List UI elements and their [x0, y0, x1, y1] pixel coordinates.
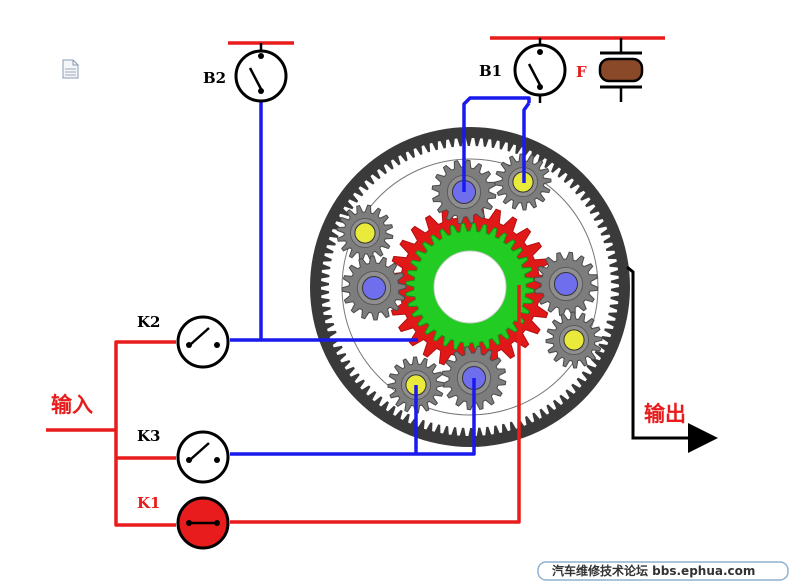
label-f: F: [576, 63, 587, 81]
label-input: 输入: [51, 393, 93, 417]
wire-b1-right: [522, 101, 531, 183]
planet-pin: [563, 329, 585, 351]
output-shaft: [626, 265, 718, 453]
switch-k3[interactable]: [176, 430, 230, 484]
label-k2: K2: [137, 313, 160, 331]
label-b1: B1: [479, 62, 502, 80]
label-k3: K3: [137, 427, 160, 445]
blue-wiring: [230, 96, 531, 456]
wire-k3: [230, 378, 476, 456]
planet-gear: [341, 255, 407, 321]
wire-b2: [230, 100, 263, 342]
switch-b2[interactable]: [234, 49, 288, 103]
wire-b1-left: [462, 96, 531, 192]
sun-bore: [433, 250, 507, 324]
planet-pin: [361, 275, 387, 301]
watermark: 汽车维修技术论坛 bbs.ephua.com: [537, 561, 789, 581]
input-bus: [114, 340, 176, 527]
switch-k2[interactable]: [176, 315, 230, 369]
label-b2: B2: [203, 69, 226, 87]
planet-gear: [533, 251, 599, 317]
planet-gear: [545, 311, 603, 369]
planet-pin: [553, 271, 579, 297]
planet-pin: [354, 222, 376, 244]
planet-gear: [336, 204, 394, 262]
switch-b1[interactable]: [513, 43, 567, 97]
one-way-clutch-f[interactable]: [598, 38, 644, 102]
wire-k1: [230, 285, 521, 524]
gearset: [310, 127, 630, 447]
watermark-text: 汽车维修技术论坛 bbs.ephua.com: [552, 563, 755, 578]
label-k1: K1: [137, 494, 160, 512]
switch-k1[interactable]: [176, 496, 230, 550]
document-icon: [62, 59, 79, 79]
label-output: 输出: [644, 402, 686, 426]
inner-sun-gear: [405, 222, 535, 352]
